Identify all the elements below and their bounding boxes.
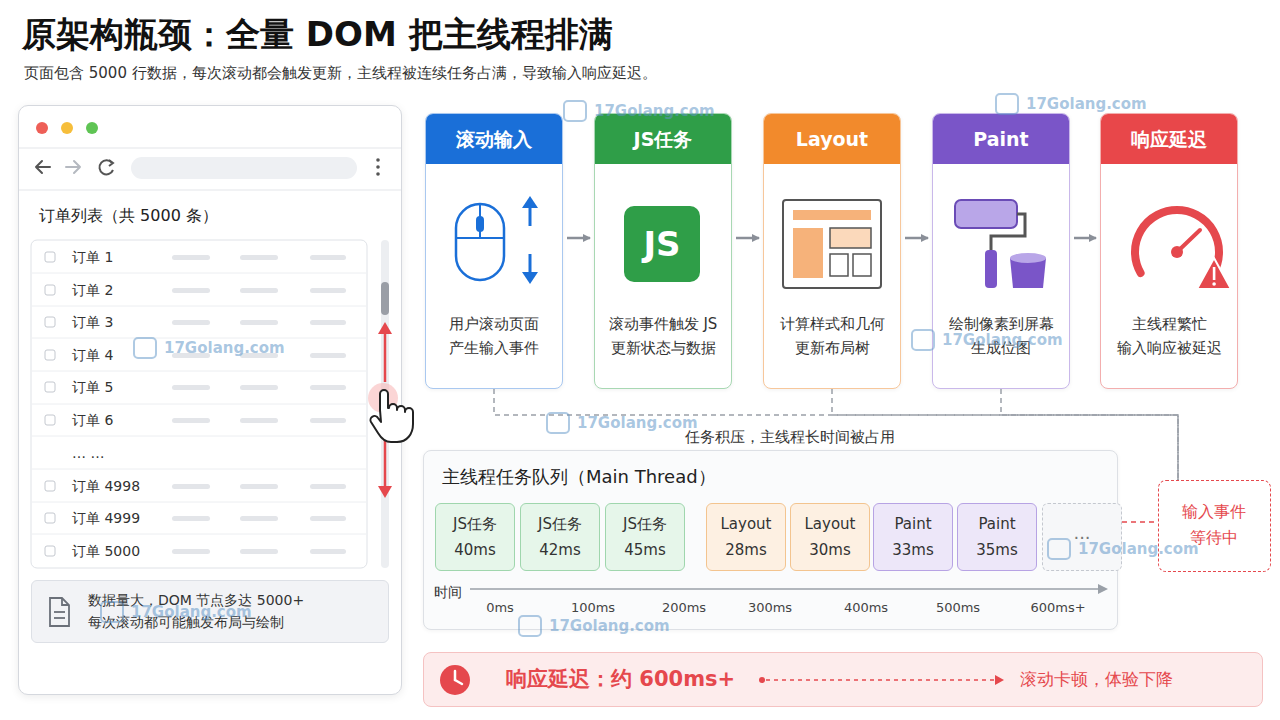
watermark: 17Golang.com xyxy=(164,339,285,357)
card-title: Layout xyxy=(764,114,900,164)
task-name: Paint xyxy=(958,515,1036,533)
task-box: ... xyxy=(1042,503,1122,571)
card-title: Paint xyxy=(933,114,1069,164)
card-desc: 滚动事件触发 JS 更新状态与数据 xyxy=(600,312,726,360)
watermark-icon xyxy=(912,330,934,350)
task-name: JS任务 xyxy=(521,515,599,534)
row-label: 订单 2 xyxy=(72,280,113,300)
step-card: Layout 计算样式和几何 更新布局树 xyxy=(763,113,901,389)
task-box: Paint 33ms xyxy=(873,503,953,571)
axis-tick: 0ms xyxy=(486,600,514,615)
watermark: 17Golang.com xyxy=(131,603,252,621)
flow-arrow xyxy=(736,237,759,240)
task-box: JS任务 40ms xyxy=(435,503,515,571)
watermark: 17Golang.com xyxy=(549,617,670,635)
row-label: 订单 4999 xyxy=(72,508,140,528)
delay-banner: 响应延迟：约 600ms+ 滚动卡顿，体验下降 xyxy=(423,652,1263,707)
row-label: 订单 3 xyxy=(72,312,113,332)
task-name: Layout xyxy=(707,515,785,533)
row-label: 订单 5 xyxy=(72,377,113,397)
task-name: JS任务 xyxy=(606,515,684,534)
watermark-icon xyxy=(564,101,586,121)
js-icon-text: JS xyxy=(643,224,680,264)
axis-tick: 600ms+ xyxy=(1030,600,1085,615)
task-box: JS任务 45ms xyxy=(605,503,685,571)
axis-tick: 300ms xyxy=(748,600,792,615)
step-card: 响应延迟主线程繁忙 输入响应被延迟 xyxy=(1100,113,1238,389)
card-title: JS任务 xyxy=(595,114,731,164)
axis-tick: 500ms xyxy=(936,600,980,615)
waiting-box: 输入事件 等待中 xyxy=(1158,480,1271,572)
delay-headline: 响应延迟：约 600ms+ xyxy=(506,665,735,693)
backlog-note: 任务积压，主线程长时间被占用 xyxy=(685,428,895,447)
axis-tick: 100ms xyxy=(571,600,615,615)
flow-arrow xyxy=(1074,237,1096,240)
row-label: … … xyxy=(72,443,104,463)
task-duration: 30ms xyxy=(791,541,869,559)
axis-title: 时间 xyxy=(434,584,462,602)
delay-note: 滚动卡顿，体验下降 xyxy=(1020,668,1173,691)
task-duration: 28ms xyxy=(707,541,785,559)
card-desc: 计算样式和几何 更新布局树 xyxy=(769,312,895,360)
page-title: 原架构瓶颈：全量 DOM 把主线程排满 xyxy=(22,12,613,58)
watermark: 17Golang.com xyxy=(1026,95,1147,113)
watermark-icon xyxy=(996,94,1018,114)
row-label: 订单 4 xyxy=(72,345,113,365)
task-box: Layout 30ms xyxy=(790,503,870,571)
card-title: 滚动输入 xyxy=(426,114,562,164)
task-box: Paint 35ms xyxy=(957,503,1037,571)
row-label: 订单 1 xyxy=(72,247,113,267)
dashed-connector xyxy=(1122,521,1158,523)
page-caption: 页面包含 5000 行数据，每次滚动都会触发更新，主线程被连续任务占满，导致输入… xyxy=(24,64,657,83)
watermark: 17Golang.com xyxy=(594,102,715,120)
flow-arrow xyxy=(905,237,928,240)
more-tasks: ... xyxy=(1043,522,1121,543)
task-duration: 40ms xyxy=(436,541,514,559)
watermark: 17Golang.com xyxy=(942,331,1063,349)
task-name: JS任务 xyxy=(436,515,514,534)
axis-tick: 400ms xyxy=(844,600,888,615)
task-duration: 42ms xyxy=(521,541,599,559)
task-duration: 45ms xyxy=(606,541,684,559)
task-duration: 33ms xyxy=(874,541,952,559)
card-title: 响应延迟 xyxy=(1101,114,1237,164)
flow-arrow xyxy=(567,237,590,240)
card-desc: 主线程繁忙 输入响应被延迟 xyxy=(1106,312,1232,360)
watermark-icon xyxy=(547,413,569,433)
task-box: JS任务 42ms xyxy=(520,503,600,571)
axis-tick: 200ms xyxy=(662,600,706,615)
watermark: 17Golang.com xyxy=(577,414,698,432)
task-duration: 35ms xyxy=(958,541,1036,559)
step-card: 滚动输入用户滚动页面 产生输入事件 xyxy=(425,113,563,389)
list-heading: 订单列表（共 5000 条） xyxy=(39,206,218,227)
task-name: Paint xyxy=(874,515,952,533)
task-box: Layout 28ms xyxy=(706,503,786,571)
watermark: 17Golang.com xyxy=(1078,540,1199,558)
card-desc: 用户滚动页面 产生输入事件 xyxy=(431,312,557,360)
task-name: Layout xyxy=(791,515,869,533)
row-label: 订单 5000 xyxy=(72,541,140,561)
panel-title: 主线程任务队列（Main Thread） xyxy=(442,465,716,489)
row-label: 订单 4998 xyxy=(72,476,140,496)
row-label: 订单 6 xyxy=(72,410,113,430)
